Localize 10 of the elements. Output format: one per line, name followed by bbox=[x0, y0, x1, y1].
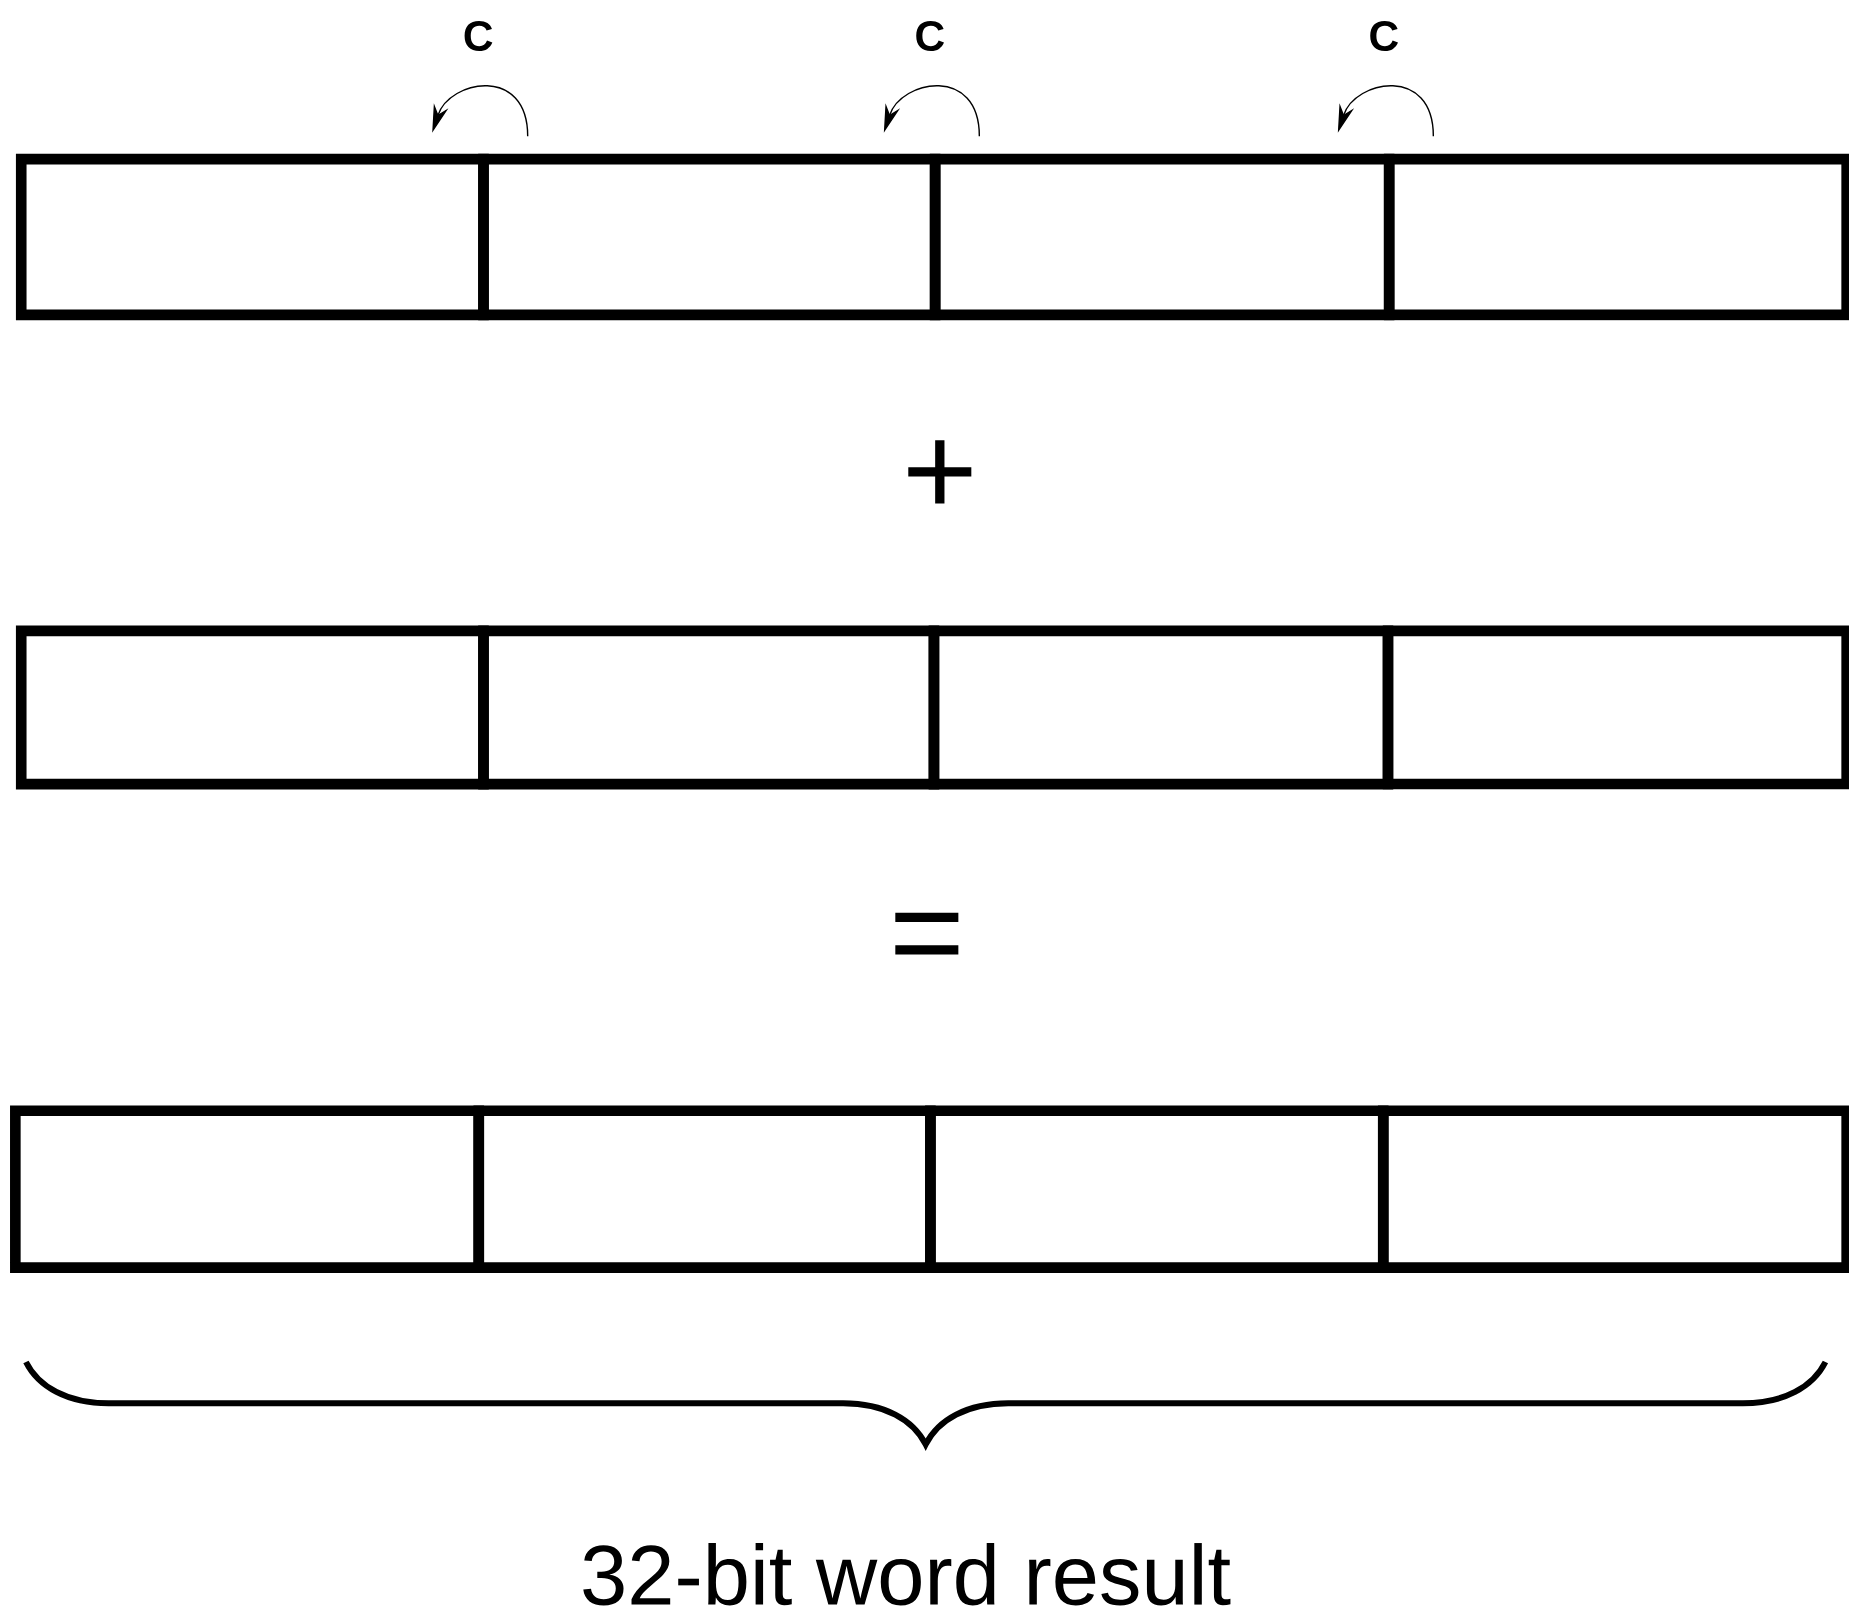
carry-label: C bbox=[916, 20, 944, 51]
carry-label: C bbox=[464, 20, 493, 51]
equals-sign: = bbox=[895, 912, 959, 955]
carry-arrow bbox=[432, 84, 529, 137]
caption-text: 32-bit word result bbox=[583, 1542, 1231, 1606]
bit-field-cell bbox=[1383, 153, 1849, 320]
carry-label: C bbox=[1370, 20, 1398, 51]
bit-field-cell bbox=[1382, 625, 1849, 790]
plus-sign: + bbox=[908, 439, 972, 504]
bit-field-cell bbox=[1377, 1105, 1849, 1273]
